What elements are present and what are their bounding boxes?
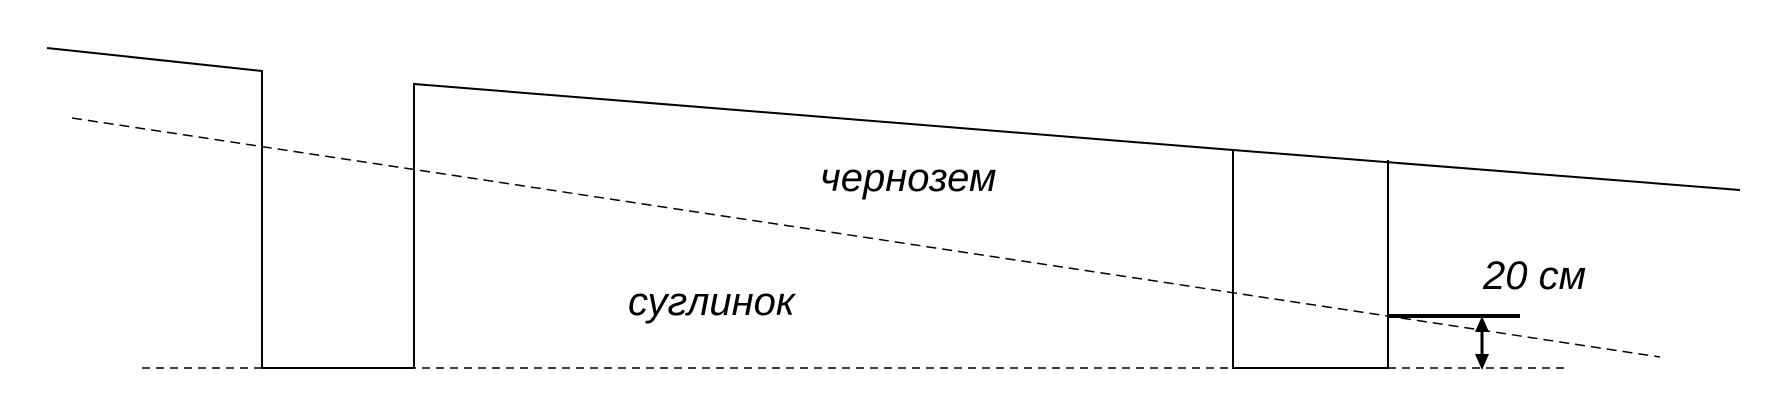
ground-surface-left [46, 47, 263, 368]
dimension-arrow-down-head [1475, 354, 1489, 370]
dimension-arrow-up-head [1475, 316, 1489, 332]
ground-surface-right [413, 82, 1741, 368]
depth-dimension-label: 20 см [1483, 254, 1587, 298]
soil-boundary-line [71, 117, 1661, 358]
trench-right-walls [1232, 150, 1389, 369]
subsoil-label: суглинок [628, 280, 795, 324]
topsoil-label: чернозем [820, 156, 997, 200]
